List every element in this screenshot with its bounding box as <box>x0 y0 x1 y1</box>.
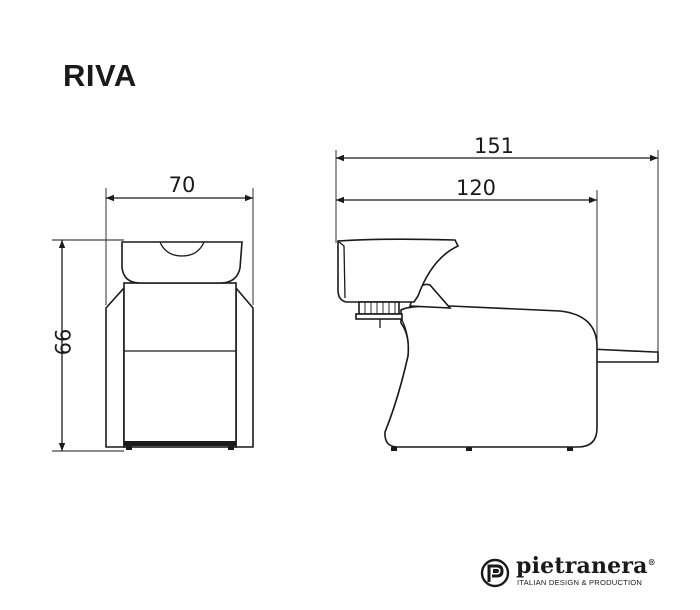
side-main-body <box>384 305 598 448</box>
brand-name: pietranera® <box>516 553 656 579</box>
front-left-armrest <box>105 285 125 448</box>
stylized-p-icon <box>480 558 510 588</box>
side-drain-plate <box>355 313 403 320</box>
product-title: RIVA <box>63 58 137 93</box>
front-width-label: 70 <box>169 173 196 197</box>
front-view: 70 99 <box>50 173 254 452</box>
side-basin <box>337 238 460 303</box>
front-base <box>124 441 236 446</box>
front-basin <box>121 241 243 284</box>
side-body-length-label: 120 <box>456 176 496 200</box>
side-foot-3 <box>567 447 573 451</box>
front-backrest <box>123 282 237 448</box>
front-foot-left <box>126 446 132 450</box>
side-foot-2 <box>466 447 472 451</box>
side-footrest <box>589 348 659 363</box>
side-basin-rim <box>337 240 346 299</box>
front-right-armrest <box>235 285 254 448</box>
brand-tagline: ITALIAN DESIGN & PRODUCTION <box>517 578 643 587</box>
front-height-label: 99 <box>50 329 74 356</box>
brand-logo: pietranera® ITALIAN DESIGN & PRODUCTION <box>480 553 680 592</box>
registered-mark: ® <box>647 557 656 567</box>
front-foot-right <box>228 446 234 450</box>
side-pedestal-line <box>381 317 409 433</box>
side-total-length-label: 151 <box>474 134 514 158</box>
side-view: 151 120 <box>335 134 659 451</box>
side-foot-1 <box>391 447 397 451</box>
brand-name-text: pietranera <box>516 553 648 579</box>
front-basin-neck-rest <box>159 241 205 257</box>
